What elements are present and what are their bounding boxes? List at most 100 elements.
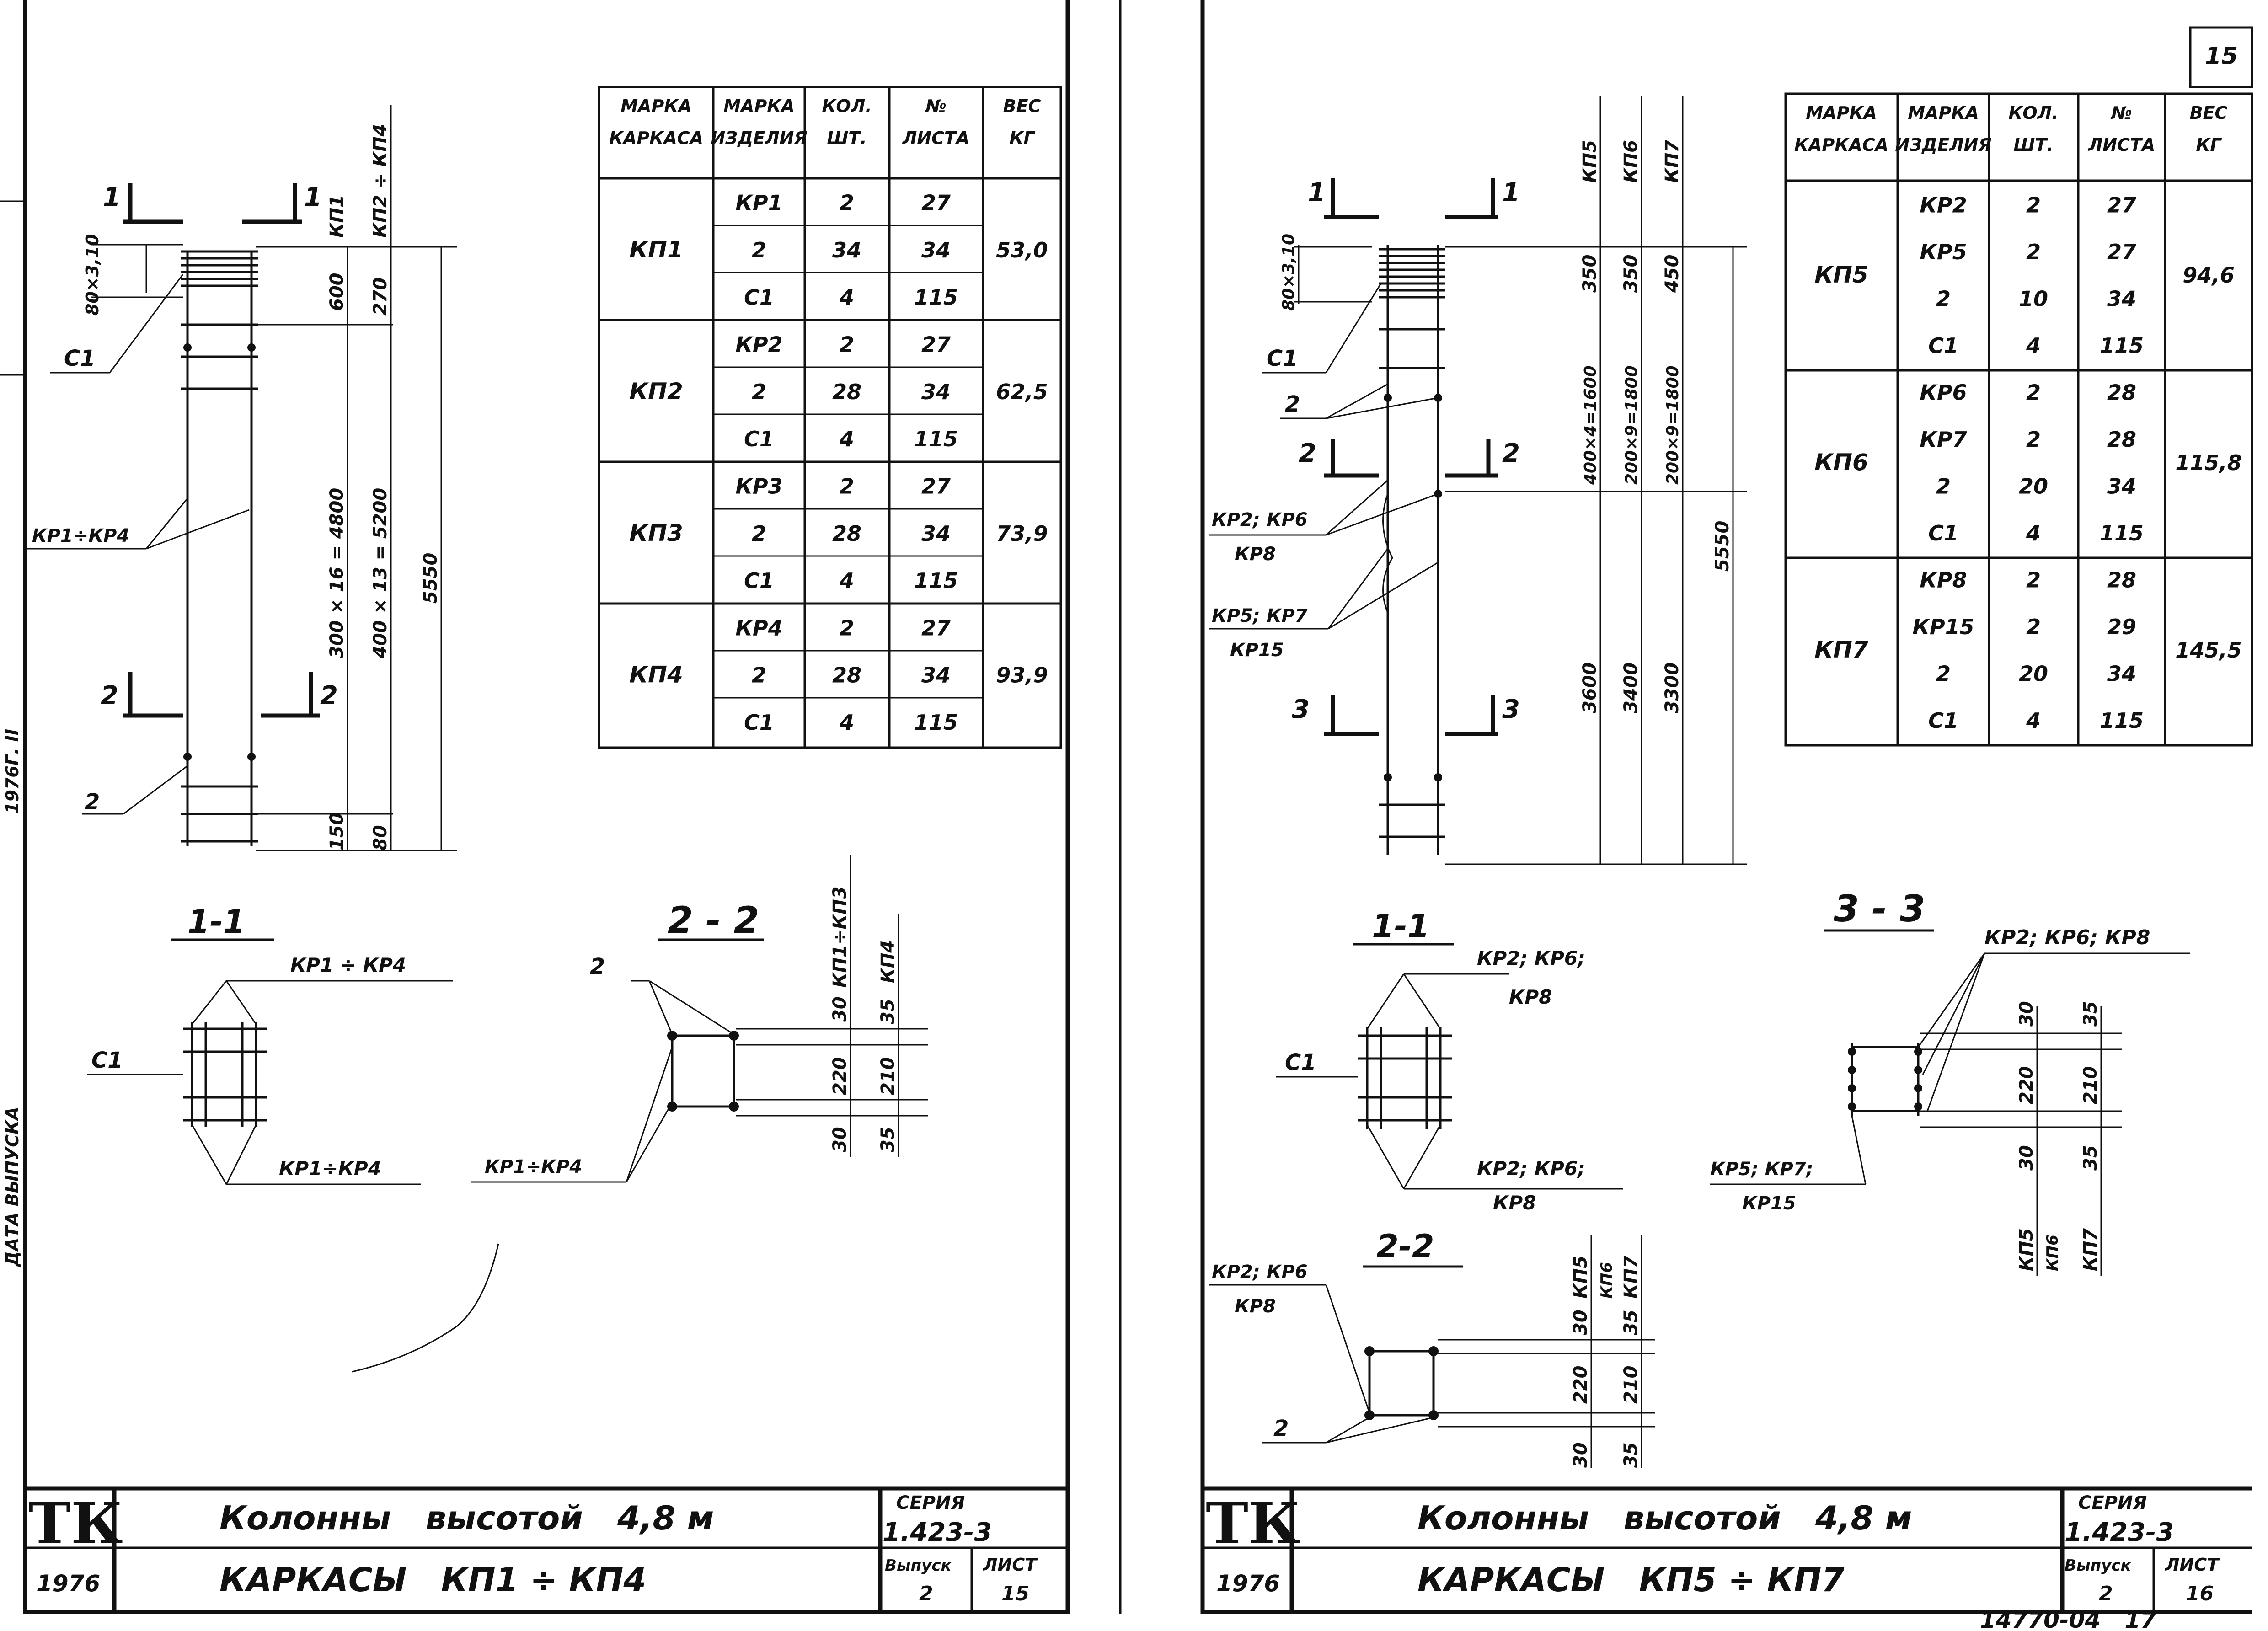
svg-text:2: 2 bbox=[1273, 1416, 1289, 1441]
table-header-cell-line2: ЛИСТА bbox=[2088, 135, 2156, 155]
table-cell: 27 bbox=[921, 615, 951, 640]
svg-text:КР1 ÷ КР4: КР1 ÷ КР4 bbox=[290, 954, 406, 976]
svg-text:КР1÷КР4: КР1÷КР4 bbox=[279, 1157, 381, 1180]
svg-text:КР15: КР15 bbox=[1230, 640, 1284, 661]
svg-text:КП6: КП6 bbox=[1598, 1262, 1616, 1299]
table-cell: КР8 bbox=[1920, 567, 1967, 592]
svg-text:С1: С1 bbox=[1285, 1050, 1316, 1075]
svg-text:С1: С1 bbox=[1267, 346, 1298, 371]
table-cell: 28 bbox=[2107, 567, 2136, 592]
table-cell: С1 bbox=[744, 568, 774, 593]
right-spec-table bbox=[1784, 92, 2253, 747]
table-cell: КР7 bbox=[1920, 427, 1967, 452]
svg-text:1.423-3: 1.423-3 bbox=[2065, 1518, 2174, 1547]
svg-text:400×4=1600: 400×4=1600 bbox=[1581, 365, 1600, 485]
table-header-cell-line2: ИЗДЕЛИЯ bbox=[1895, 135, 1991, 155]
frame-mark-cell: КП5 bbox=[1814, 262, 1868, 288]
table-cell: 34 bbox=[2107, 661, 2136, 686]
svg-text:КП7: КП7 bbox=[1621, 1256, 1642, 1299]
left-title-block bbox=[25, 1486, 1068, 1612]
weight-cell: 93,9 bbox=[996, 663, 1048, 688]
svg-text:3600: 3600 bbox=[1579, 663, 1600, 713]
right-section-3-3-labels: 3 - 3 КР2; КР6; КР8 КР5; КР7; КР15 30 22… bbox=[1710, 888, 2150, 1271]
svg-text:1.423-3: 1.423-3 bbox=[883, 1518, 992, 1547]
stray-mark bbox=[352, 1243, 499, 1373]
svg-text:1: 1 bbox=[103, 182, 121, 212]
svg-text:2: 2 bbox=[590, 954, 605, 979]
svg-text:2: 2 bbox=[101, 681, 118, 711]
table-cell: 28 bbox=[2107, 427, 2136, 452]
right-column-elevation bbox=[1209, 96, 1747, 865]
table-cell: 2 bbox=[752, 380, 766, 404]
svg-text:КП1: КП1 bbox=[326, 195, 348, 238]
table-cell: 34 bbox=[832, 238, 861, 262]
svg-text:КП1÷КП3: КП1÷КП3 bbox=[829, 886, 850, 988]
table-cell: 4 bbox=[2026, 333, 2041, 358]
svg-text:КР2; КР6;: КР2; КР6; bbox=[1477, 947, 1585, 969]
table-cell: КР2 bbox=[735, 332, 782, 357]
table-cell: С1 bbox=[1928, 521, 1958, 545]
left-column-elevation bbox=[27, 105, 457, 851]
svg-text:5550: 5550 bbox=[1712, 521, 1733, 572]
table-cell: 115 bbox=[2100, 521, 2144, 545]
svg-text:270: 270 bbox=[370, 278, 391, 316]
table-cell: 2 bbox=[840, 615, 854, 640]
frame-mark-cell: КП4 bbox=[629, 662, 683, 688]
table-cell: 20 bbox=[2019, 474, 2048, 498]
table-cell: С1 bbox=[744, 710, 774, 735]
table-cell: 20 bbox=[2019, 661, 2048, 686]
svg-text:35: 35 bbox=[1621, 1442, 1642, 1468]
svg-text:1976: 1976 bbox=[1216, 1570, 1280, 1597]
table-cell: КР6 bbox=[1920, 380, 1967, 405]
table-cell: С1 bbox=[744, 427, 774, 451]
table-header-cell-line2: КГ bbox=[2196, 135, 2222, 155]
svg-text:350: 350 bbox=[1579, 255, 1600, 293]
svg-text:КР2; КР6;: КР2; КР6; bbox=[1477, 1157, 1585, 1180]
svg-text:КП4: КП4 bbox=[877, 940, 899, 983]
svg-text:Выпуск: Выпуск bbox=[2065, 1556, 2131, 1575]
svg-text:КП5: КП5 bbox=[2016, 1228, 2037, 1271]
svg-text:2: 2 bbox=[1299, 438, 1316, 468]
table-cell: 2 bbox=[752, 663, 766, 688]
svg-text:5550: 5550 bbox=[420, 553, 441, 604]
margin-year-label: 1976Г. II bbox=[2, 729, 22, 814]
table-cell: 10 bbox=[2019, 286, 2048, 311]
table-cell: 27 bbox=[921, 474, 951, 498]
svg-text:2: 2 bbox=[85, 789, 100, 815]
table-cell: 28 bbox=[832, 380, 861, 404]
svg-text:30: 30 bbox=[1570, 1442, 1591, 1468]
table-header-cell-line2: ИЗДЕЛИЯ bbox=[711, 128, 807, 148]
table-cell: 28 bbox=[2107, 380, 2136, 405]
weight-cell: 115,8 bbox=[2175, 450, 2242, 475]
table-header-cell: МАРКА bbox=[1908, 103, 1979, 123]
svg-text:КР15: КР15 bbox=[1742, 1193, 1796, 1214]
svg-text:3400: 3400 bbox=[1621, 663, 1642, 713]
svg-text:30: 30 bbox=[829, 1127, 850, 1152]
table-cell: 34 bbox=[2107, 286, 2136, 311]
svg-text:КП5: КП5 bbox=[1579, 140, 1600, 183]
table-cell: КР5 bbox=[1920, 240, 1967, 264]
svg-text:2: 2 bbox=[1502, 438, 1520, 468]
table-cell: 115 bbox=[914, 568, 958, 593]
title-line-2-right: КАРКАСЫ КП5 ÷ КП7 bbox=[1418, 1561, 1844, 1599]
table-cell: С1 bbox=[744, 285, 774, 310]
svg-text:400 × 13 = 5200: 400 × 13 = 5200 bbox=[370, 488, 391, 659]
frame-mark-cell: КП1 bbox=[629, 236, 683, 263]
right-section-1-1 bbox=[1276, 943, 1623, 1190]
table-cell: 2 bbox=[2026, 427, 2041, 452]
table-cell: 34 bbox=[921, 238, 951, 262]
svg-text:35: 35 bbox=[2080, 1001, 2101, 1027]
svg-text:КП6: КП6 bbox=[2043, 1235, 2062, 1271]
frame-mark-cell: КП6 bbox=[1814, 449, 1868, 476]
table-cell: С1 bbox=[1928, 333, 1958, 358]
svg-text:450: 450 bbox=[1662, 255, 1683, 294]
svg-text:КР8: КР8 bbox=[1509, 986, 1552, 1008]
svg-text:220: 220 bbox=[1570, 1366, 1591, 1404]
table-header-cell: МАРКА bbox=[620, 96, 692, 116]
svg-text:КП7: КП7 bbox=[2080, 1228, 2101, 1271]
footer-code: 14770-04 17 bbox=[1980, 1607, 2156, 1631]
table-cell: 29 bbox=[2107, 615, 2136, 639]
svg-text:200×9=1800: 200×9=1800 bbox=[1622, 365, 1641, 485]
table-cell: 27 bbox=[921, 191, 951, 215]
table-header-cell: МАРКА bbox=[723, 96, 795, 116]
